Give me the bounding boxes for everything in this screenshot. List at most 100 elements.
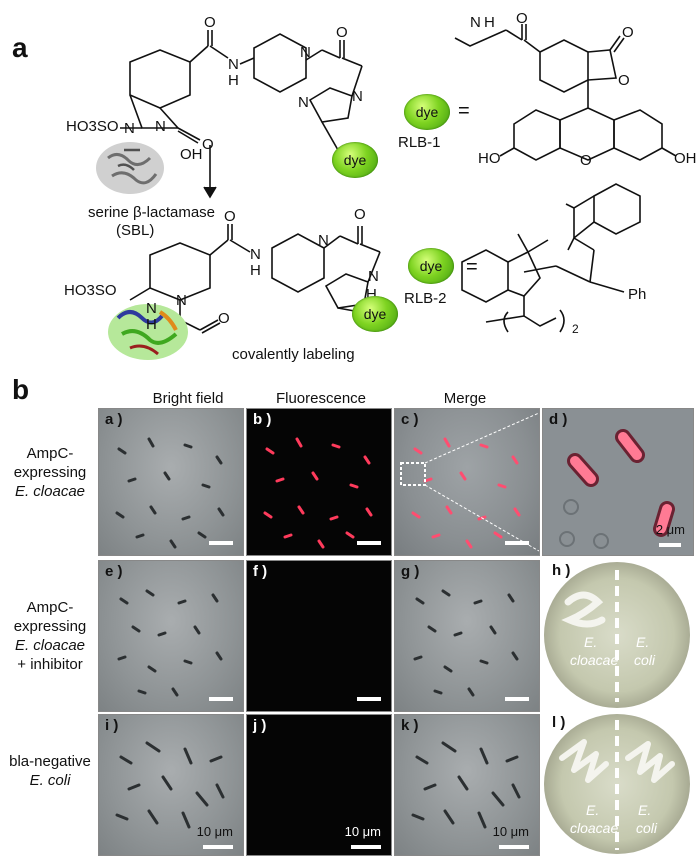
micrograph-k-merge: k ) 10 μm <box>394 714 540 856</box>
fluorescein-o4: O <box>580 152 592 169</box>
scalebar-a <box>209 541 233 545</box>
scalebar-e <box>209 697 233 701</box>
n-top-triazole-1: N <box>298 94 309 111</box>
scalebar-k <box>499 845 529 849</box>
n-bottom-core: N <box>146 300 157 317</box>
row-label-3: bla-negative E. coli <box>9 753 91 789</box>
plate-h-left-label-2: cloacae <box>570 652 619 668</box>
n-bottom-triazole: N <box>368 268 379 285</box>
dye-bubble-rlb1: dye <box>404 94 450 130</box>
micrograph-j-fluorescence: j ) 10 μm <box>246 714 392 856</box>
column-label-merge: Merge <box>443 390 487 407</box>
indanedione-five <box>573 195 595 240</box>
equals-rlb2: = <box>466 256 478 278</box>
o-bottom-amide: O <box>224 208 236 225</box>
n-top-piperidine: N <box>300 44 311 61</box>
cells-d <box>559 429 675 549</box>
scale-label-k: 10 μm <box>492 824 529 839</box>
cells-a <box>115 437 225 549</box>
scale-label-j: 10 μm <box>344 824 381 839</box>
fluorescein-oh: OH <box>674 150 697 167</box>
agar-plate-h: h ) E. cloacae E. coli <box>542 560 692 710</box>
scalebar-f <box>357 697 381 701</box>
cells-k <box>411 741 521 829</box>
fluorescein-o3: O <box>618 72 630 89</box>
equals-rlb1: = <box>458 100 470 122</box>
scale-label-2um: 2 μm <box>655 522 685 537</box>
o-top-amide: O <box>204 14 216 31</box>
micrograph-e-brightfield: e ) <box>98 560 244 712</box>
micrograph-c-merge: c ) <box>394 408 540 556</box>
dye-bubble-top: dye <box>332 142 378 178</box>
enzyme-structure-bottom <box>108 304 188 360</box>
fluorescein-benzene <box>539 39 589 93</box>
top-piperidine-2 <box>253 33 307 93</box>
top-piperidine-ring <box>129 49 191 109</box>
micrograph-b-fluorescence: b ) <box>246 408 392 556</box>
bottom-triazole <box>324 273 369 309</box>
row-label-2: AmpC- expressing E. cloacae + inhibitor <box>13 599 87 673</box>
fluorescein-o1: O <box>516 10 528 27</box>
plate-l-right-label-2: coli <box>636 820 658 836</box>
plate-l-right-label-1: E. <box>638 802 652 818</box>
indanedione-benzene <box>593 183 641 235</box>
oh-enzyme: OH <box>180 146 203 163</box>
micrograph-i-brightfield: i ) 10 μm <box>98 714 244 856</box>
n-top-core: N <box>124 120 135 137</box>
scalebar-c <box>505 541 529 545</box>
scalebar-g <box>505 697 529 701</box>
n-top-triazole-2: N <box>352 88 363 105</box>
agar-plate-l: l ) E. cloacae E. coli <box>542 714 692 854</box>
plate-l-left-label-1: E. <box>586 802 600 818</box>
zoom-box <box>400 462 426 486</box>
ho3so-bottom: HO3SO <box>64 282 117 299</box>
row-label-1: AmpC- expressing E. cloacae <box>13 445 87 500</box>
fluorescein-o2: O <box>622 24 634 41</box>
h-top-amide: H <box>228 72 239 89</box>
reaction-scheme <box>96 24 677 360</box>
o-bottom-carbonyl: O <box>218 310 230 327</box>
n-bottom-piperidine: N <box>318 232 329 249</box>
h-bottom-core: H <box>146 316 157 333</box>
fluorescein-nh: N <box>470 14 481 31</box>
dye-bubble-bottom: dye <box>352 296 398 332</box>
plate-h-right-label-2: coli <box>634 652 656 668</box>
column-label-brightfield: Bright field <box>152 390 224 407</box>
top-bridge <box>129 94 180 129</box>
fluorescein-ho: HO <box>478 150 501 167</box>
covalent-label: covalently labeling <box>232 346 355 363</box>
plate-h-left-label-1: E. <box>584 634 598 650</box>
cells-i <box>115 741 225 829</box>
dye-bubble-rlb2: dye <box>408 248 454 284</box>
xanthene-right <box>613 109 663 161</box>
scalebar-d <box>659 543 681 547</box>
scalebar-b <box>357 541 381 545</box>
scalebar-j <box>351 845 381 849</box>
h-bottom-amide: H <box>250 262 261 279</box>
enzyme-name-line1: serine β-lactamase <box>88 204 216 221</box>
n-bottom-amide: N <box>250 246 261 263</box>
subscript-2: 2 <box>572 322 579 336</box>
micrograph-f-fluorescence: f ) <box>246 560 392 712</box>
o-top-acyl: O <box>336 24 348 41</box>
ho3so-top: HO3SO <box>66 118 119 135</box>
streaks-h <box>561 570 619 702</box>
top-triazole <box>308 87 353 123</box>
rlb1-label: RLB-1 <box>398 134 441 151</box>
cells-g <box>413 589 519 697</box>
plate-l-left-label-2: cloacae <box>570 820 619 836</box>
panel-a-letter: a <box>12 32 28 63</box>
cells-e <box>117 589 223 697</box>
column-label-fluorescence: Fluorescence <box>275 390 367 407</box>
n-top-amide: N <box>228 56 239 73</box>
fluorescein-lactone <box>587 49 617 81</box>
cells-c <box>400 412 539 552</box>
micrograph-d-zoom: d ) 2 μm <box>542 408 694 556</box>
h-bottom-extra: H <box>366 286 377 303</box>
plate-h-right-label-1: E. <box>636 634 650 650</box>
n-bottom-ring: N <box>176 292 187 309</box>
rlb2-label: RLB-2 <box>404 290 447 307</box>
panel-b-letter: b <box>12 374 30 405</box>
fluorescein-h: H <box>484 14 495 31</box>
o-top-carbonyl: O <box>202 136 214 153</box>
